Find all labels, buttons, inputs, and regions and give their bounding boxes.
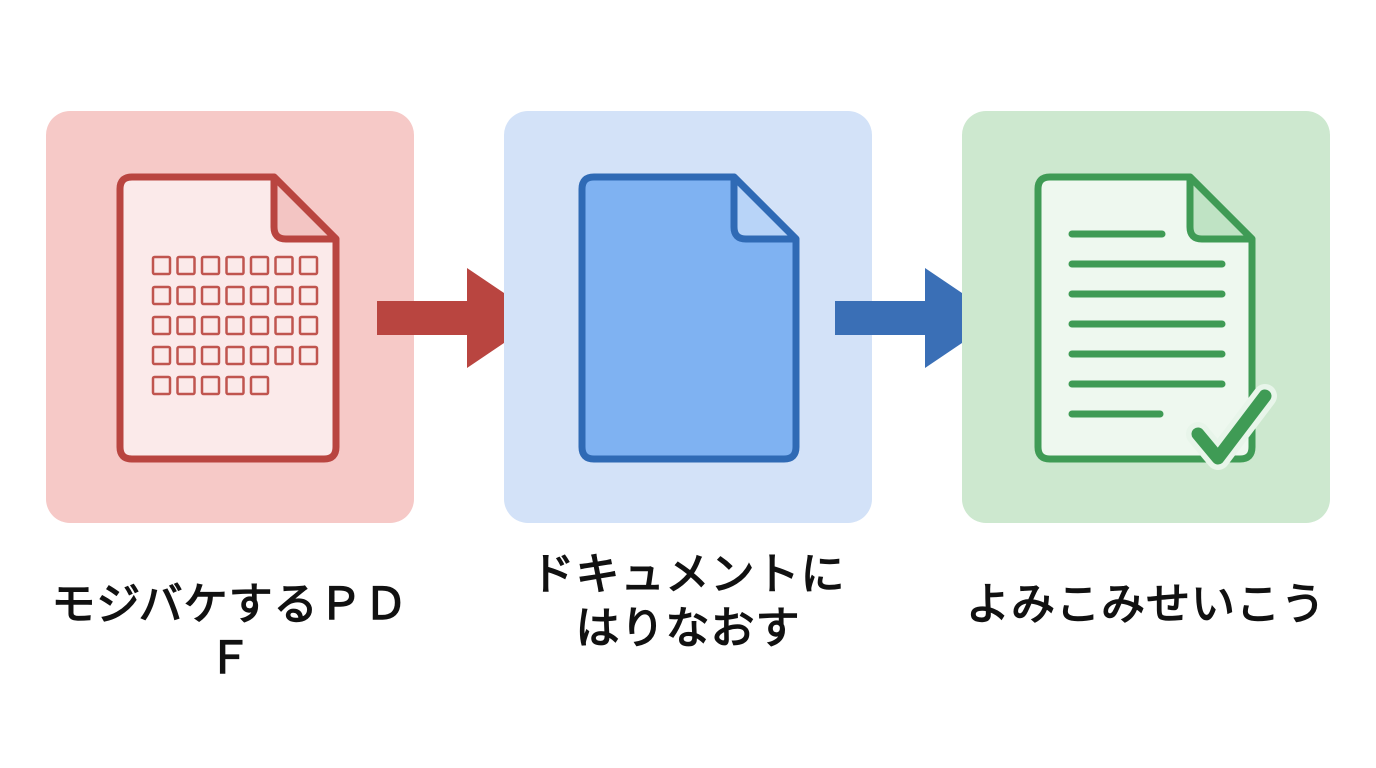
tofu-box [225, 285, 245, 306]
garbled-document-icon [116, 173, 340, 463]
step-panel-garbled-pdf [46, 111, 414, 523]
tofu-box [176, 285, 196, 306]
step-panel-read-success [962, 111, 1330, 523]
tofu-box [200, 285, 221, 306]
step-panel-repaste-document [504, 111, 872, 523]
tofu-box [298, 285, 319, 306]
caption-line: よみこみせいこう [966, 579, 1326, 630]
tofu-box [176, 375, 196, 396]
tofu-box [151, 255, 172, 276]
tofu-box [151, 285, 172, 306]
tofu-box [151, 375, 172, 396]
tofu-box [200, 315, 221, 336]
tofu-box [200, 375, 221, 396]
tofu-box [249, 315, 270, 336]
tofu-box [176, 255, 196, 276]
tofu-box [225, 255, 245, 276]
text-lines [1068, 230, 1226, 418]
tofu-box [298, 315, 319, 336]
tofu-box [298, 345, 319, 366]
tofu-box [176, 345, 196, 366]
tofu-box [200, 255, 221, 276]
blank-document-icon [578, 173, 800, 463]
tofu-box [274, 285, 294, 306]
tofu-box [249, 255, 270, 276]
arrow-right-icon [377, 268, 541, 368]
caption-garbled-pdf: モジバケするＰＤＦ [30, 578, 430, 686]
tofu-box [225, 345, 245, 366]
checked-document-icon [1034, 173, 1277, 470]
tofu-box [274, 255, 294, 276]
arrow-right-icon [835, 268, 999, 368]
tofu-box [249, 345, 270, 366]
caption-read-success: よみこみせいこう [946, 578, 1346, 632]
arrow-1-shape [377, 268, 541, 368]
tofu-box [298, 255, 319, 276]
garbled-character-grid [151, 255, 319, 396]
tofu-box [151, 345, 172, 366]
caption-line: モジバケするＰＤＦ [51, 579, 409, 684]
tofu-box [176, 315, 196, 336]
tofu-box [225, 375, 245, 396]
tofu-box [225, 315, 245, 336]
tofu-box [249, 285, 270, 306]
caption-line: ドキュメントに [530, 549, 846, 600]
tofu-box [200, 345, 221, 366]
tofu-box [274, 345, 294, 366]
tofu-box [249, 375, 270, 396]
tofu-box [274, 315, 294, 336]
tofu-box [151, 315, 172, 336]
caption-repaste-document: ドキュメントに はりなおす [488, 548, 888, 656]
caption-line: はりなおす [575, 603, 801, 654]
arrow-2-shape [835, 268, 999, 368]
